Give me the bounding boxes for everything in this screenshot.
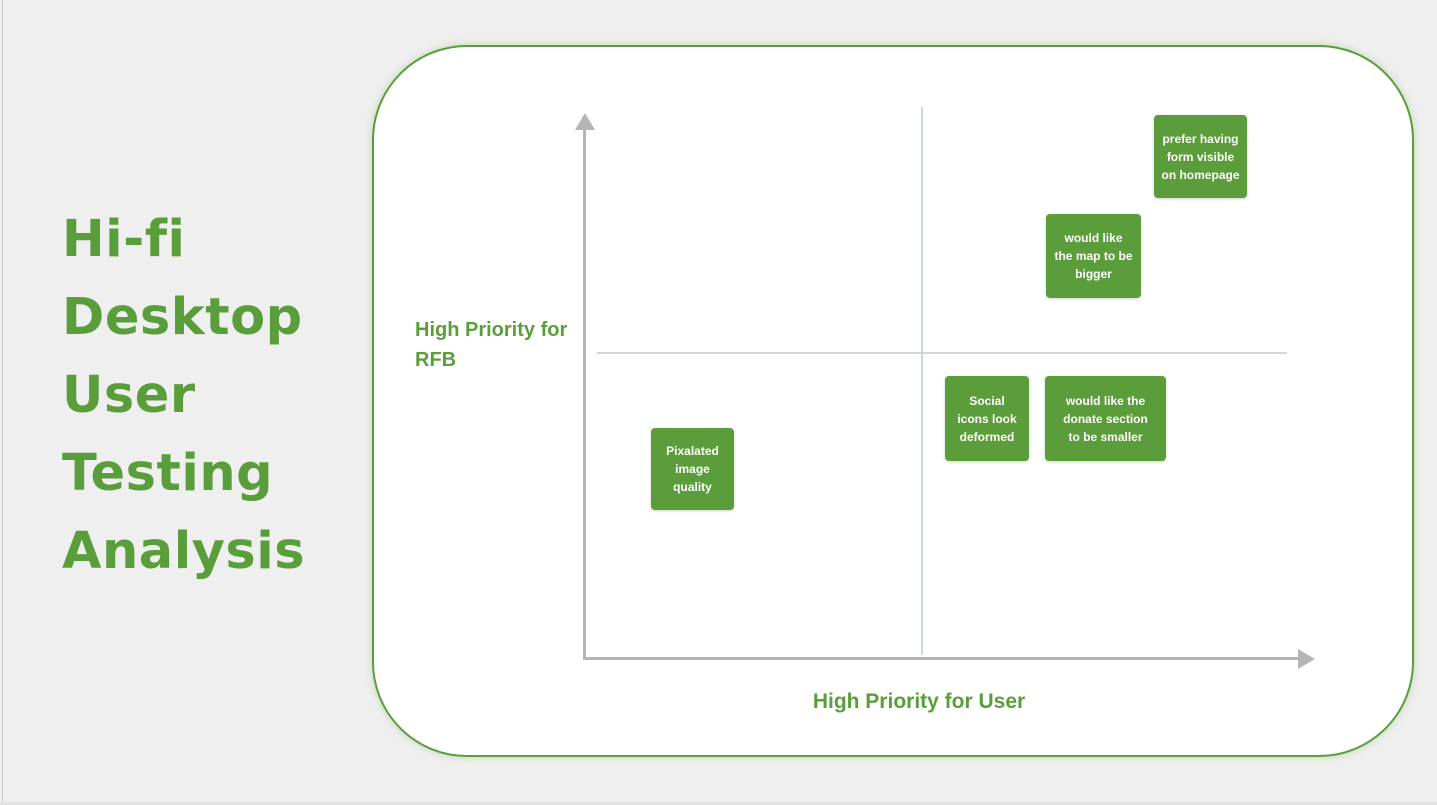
x-axis-line <box>583 657 1305 660</box>
sticky-note-social-icons-deformed[interactable]: Social icons look deformed <box>945 376 1029 461</box>
sticky-note-map-bigger[interactable]: would like the map to be bigger <box>1046 214 1141 298</box>
window-bottom-edge <box>0 802 1437 805</box>
priority-matrix-board: High Priority for RFB High Priority for … <box>372 45 1414 757</box>
x-axis-arrow-icon <box>1298 649 1315 669</box>
sticky-note-donate-section-smaller[interactable]: would like the donate section to be smal… <box>1045 376 1166 461</box>
x-axis-label: High Priority for User <box>812 690 1026 713</box>
sticky-note-prefer-form-visible[interactable]: prefer having form visible on homepage <box>1154 115 1247 198</box>
quadrant-divider-horizontal <box>597 352 1287 354</box>
y-axis-label: High Priority for RFB <box>415 319 568 371</box>
page-title: Hi-fi Desktop User Testing Analysis <box>62 210 306 581</box>
quadrant-divider-vertical <box>921 107 923 655</box>
window-left-edge <box>2 0 3 805</box>
y-axis-arrow-icon <box>575 113 595 130</box>
y-axis-line <box>583 129 586 660</box>
sticky-note-pixalated-image-quality[interactable]: Pixalated image quality <box>651 428 734 510</box>
